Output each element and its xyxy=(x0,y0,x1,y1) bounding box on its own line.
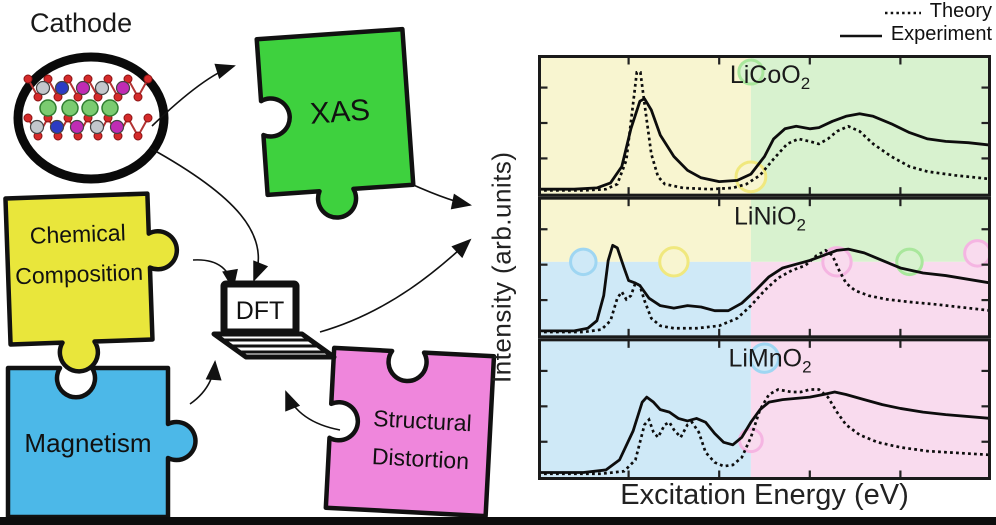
crystal-lattice xyxy=(23,74,153,141)
panel-border xyxy=(538,338,991,480)
plot-legend: Theory Experiment xyxy=(838,0,992,46)
puzzle-knob-region xyxy=(963,239,991,268)
arrow-cathode-to-xas xyxy=(151,63,236,127)
theory-line-sample-icon xyxy=(884,11,921,14)
spectrum-panel-linio2: LiNiO2 xyxy=(538,196,991,339)
flow-arrows xyxy=(149,63,472,431)
panel-border xyxy=(538,55,991,197)
chemical-label-line1: Chemical xyxy=(29,219,126,248)
legend-experiment-label: Experiment xyxy=(890,23,992,45)
magnetism-piece-shape xyxy=(5,365,198,520)
y-axis-label: Intensity (arb.units) xyxy=(486,151,517,384)
background-region xyxy=(750,261,991,339)
puzzle-knob-region xyxy=(821,246,853,278)
puzzle-piece-magnetism: Magnetism xyxy=(5,365,198,520)
arrow-cathode-to-dft xyxy=(149,147,269,282)
legend-row-experiment: Experiment xyxy=(838,23,992,46)
spectrum-panel-licoo2: LiCoO2 xyxy=(538,55,991,197)
arrow-distortion-to-dft xyxy=(285,390,341,431)
distortion-label-line1: Structural xyxy=(373,405,473,436)
background-region xyxy=(538,338,751,480)
panel-title-limno2: LiMnO2 xyxy=(728,344,811,376)
magnetism-label: Magnetism xyxy=(24,428,151,458)
xas-label: XAS xyxy=(309,94,371,131)
bottom-border-bar xyxy=(0,517,996,525)
distortion-piece-shape xyxy=(323,345,497,519)
experiment-line-sample-icon xyxy=(839,34,882,37)
background-region xyxy=(750,196,991,262)
experiment-curve-linio2 xyxy=(538,243,991,333)
experiment-curve-licoo2 xyxy=(538,97,991,191)
puzzle-knob-region xyxy=(734,160,768,194)
chemical-label-line2: Composition xyxy=(15,259,144,289)
xas-piece-shape xyxy=(254,26,416,220)
theory-curve-linio2 xyxy=(538,248,991,334)
chemical-piece-shape xyxy=(3,191,180,374)
panel-border xyxy=(538,196,991,339)
panel-title-linio2: LiNiO2 xyxy=(734,203,806,235)
cathode-structure xyxy=(13,52,169,184)
theory-curve-licoo2 xyxy=(538,70,991,192)
background-region xyxy=(538,55,751,197)
arrow-dft-to-spectra xyxy=(319,238,472,333)
puzzle-piece-chemical-composition: Chemical Composition xyxy=(3,191,180,374)
spectrum-panel-limno2: LiMnO2 xyxy=(538,338,991,480)
background-region xyxy=(750,55,991,197)
puzzle-knob-region xyxy=(569,247,598,277)
puzzle-piece-structural-distortion: Structural Distortion xyxy=(323,345,497,519)
puzzle-knob-region xyxy=(737,58,765,86)
dft-label: DFT xyxy=(236,297,285,325)
panel-title-licoo2: LiCoO2 xyxy=(730,61,810,93)
puzzle-knob-region xyxy=(748,342,781,374)
distortion-label-line2: Distortion xyxy=(371,443,469,474)
puzzle-piece-xas: XAS xyxy=(254,26,416,220)
arrow-magnetism-to-dft xyxy=(189,360,222,405)
cathode-label: Cathode xyxy=(30,8,132,38)
puzzle-knob-region xyxy=(658,246,690,278)
background-region xyxy=(538,196,751,262)
laptop-keyboard-lines xyxy=(224,338,328,354)
theory-curve-limno2 xyxy=(538,388,991,476)
legend-row-theory: Theory xyxy=(883,0,992,23)
background-region xyxy=(750,338,991,480)
legend-theory-label: Theory xyxy=(929,0,992,22)
dft-laptop: DFT xyxy=(211,280,337,360)
x-axis-label: Excitation Energy (eV) xyxy=(620,479,909,511)
experiment-curve-limno2 xyxy=(538,390,991,474)
